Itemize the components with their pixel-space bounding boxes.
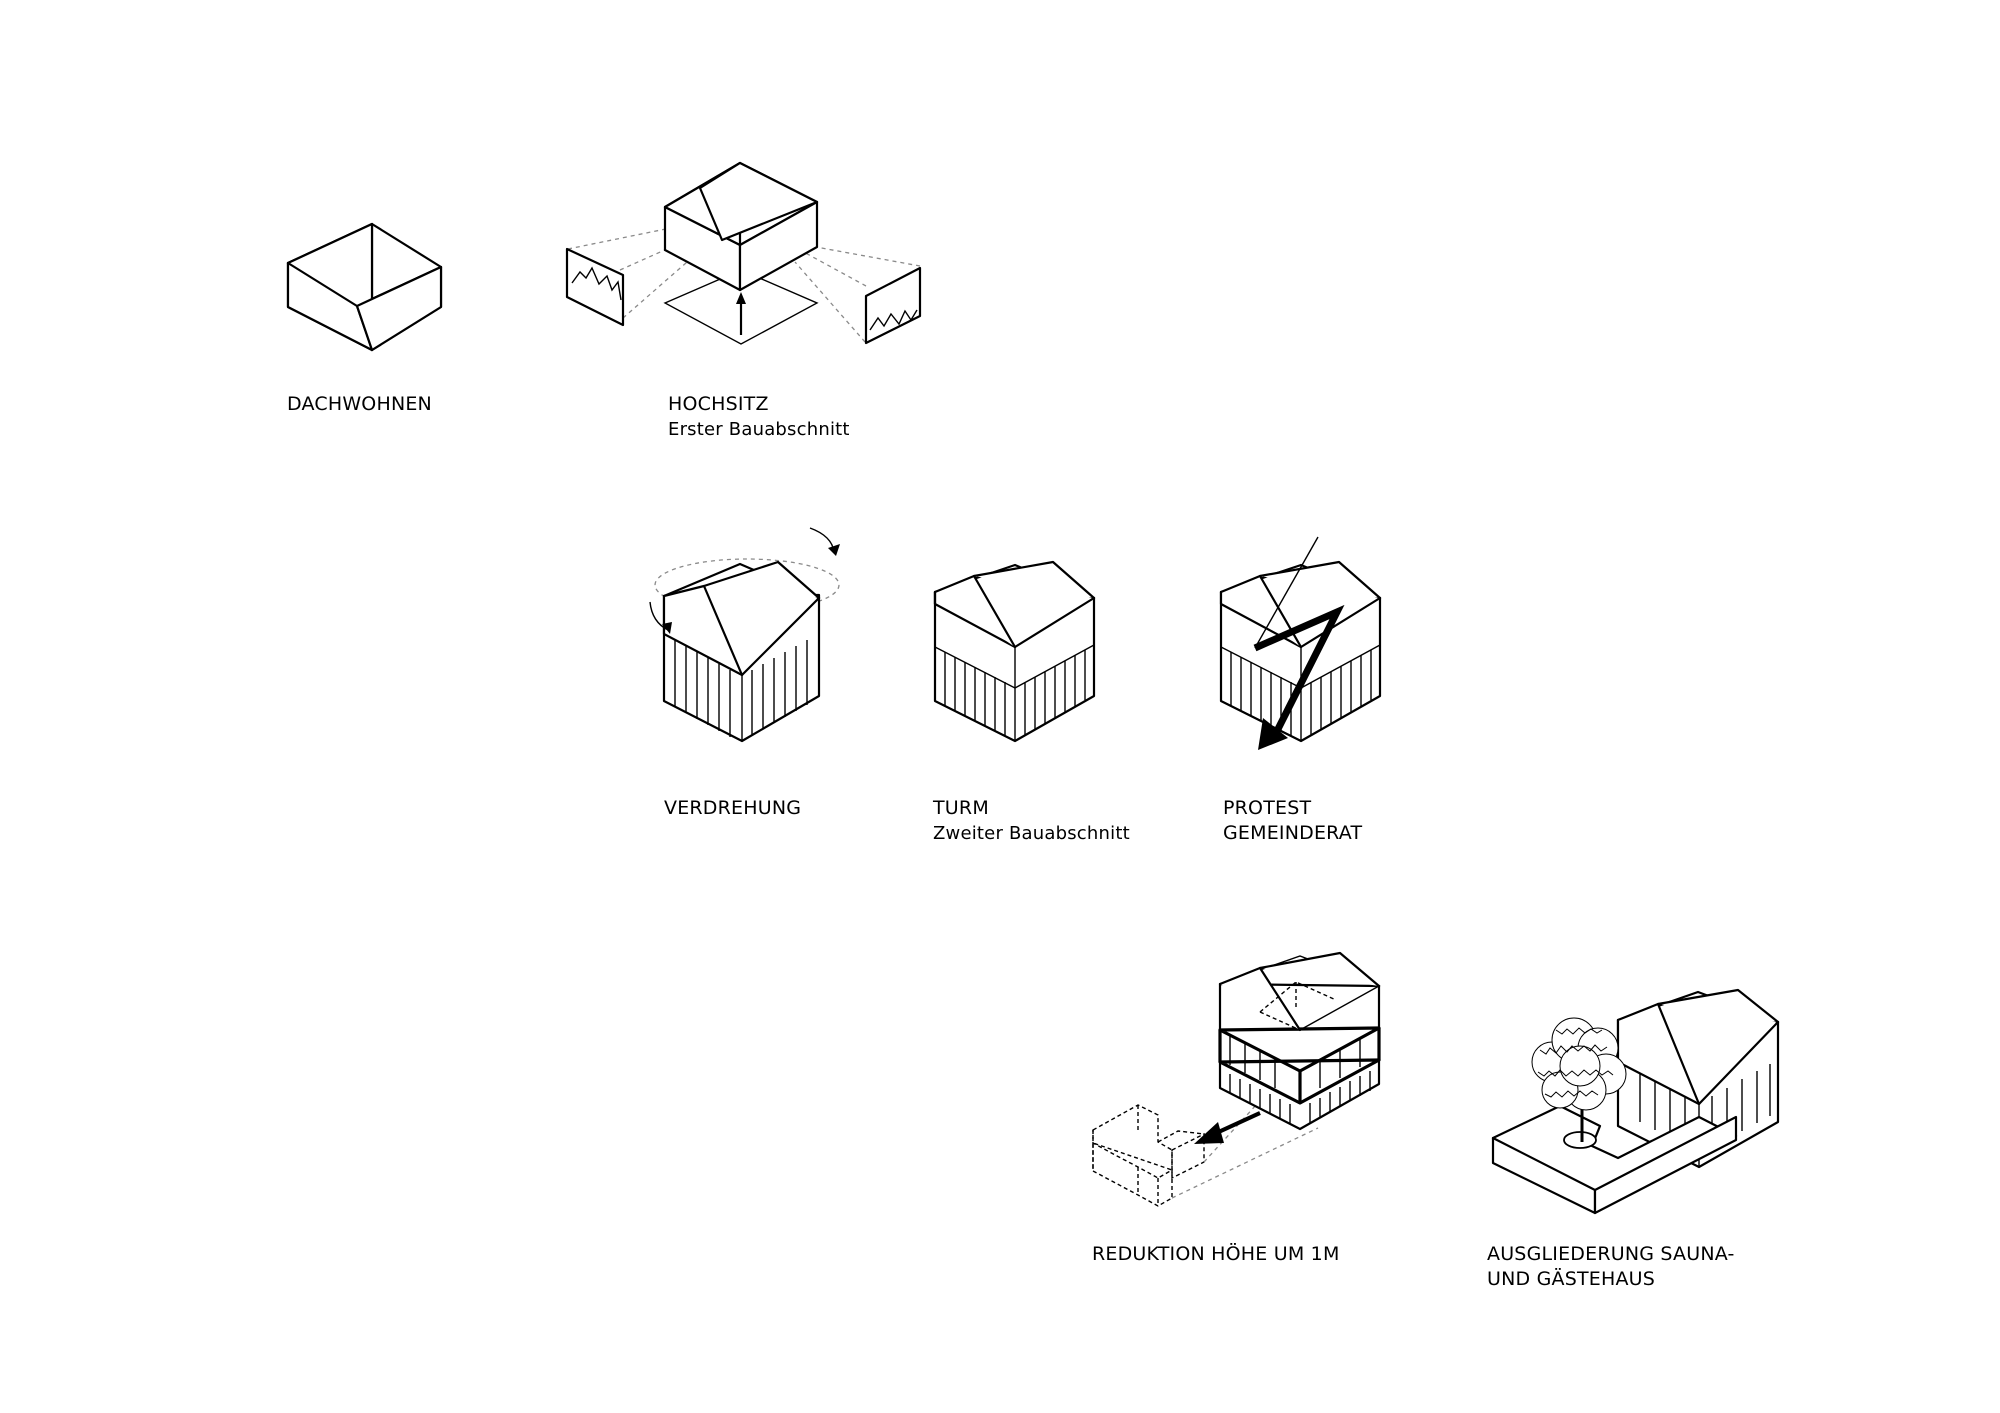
house-reduktion-drawing — [1092, 951, 1381, 1207]
label-turm: TURM Zweiter Bauabschnitt — [933, 796, 1130, 846]
label-ausgliederung-subtitle: UND GÄSTEHAUS — [1487, 1268, 1656, 1290]
house-ausgliederung-drawing — [1491, 988, 1780, 1215]
label-ausgliederung-title: AUSGLIEDERUNG SAUNA- — [1487, 1243, 1735, 1265]
label-protest-title: PROTEST — [1223, 797, 1312, 819]
label-hochsitz: HOCHSITZ Erster Bauabschnitt — [668, 392, 850, 442]
label-turm-subtitle: Zweiter Bauabschnitt — [933, 823, 1130, 844]
label-verdrehung-title: VERDREHUNG — [664, 797, 802, 819]
label-hochsitz-title: HOCHSITZ — [668, 393, 769, 415]
label-protest: PROTEST GEMEINDERAT — [1223, 796, 1362, 846]
label-hochsitz-subtitle: Erster Bauabschnitt — [668, 419, 850, 440]
label-verdrehung: VERDREHUNG — [664, 796, 801, 821]
tree-canopy-icon — [1531, 1017, 1627, 1111]
label-dachwohnen: DACHWOHNEN — [287, 392, 432, 417]
label-ausgliederung: AUSGLIEDERUNG SAUNA- UND GÄSTEHAUS — [1487, 1242, 1735, 1292]
house-protest-drawing — [1219, 536, 1382, 750]
label-protest-subtitle: GEMEINDERAT — [1223, 822, 1363, 844]
label-reduktion-title: REDUKTION HÖHE UM 1M — [1092, 1243, 1340, 1265]
house-verdrehung-drawing — [649, 527, 840, 743]
label-turm-title: TURM — [933, 797, 989, 819]
label-reduktion: REDUKTION HÖHE UM 1M — [1092, 1242, 1340, 1267]
house-turm-drawing — [933, 560, 1096, 743]
house-hochsitz-drawing — [565, 161, 922, 345]
house-dachwohnen-drawing — [286, 222, 443, 352]
label-dachwohnen-title: DACHWOHNEN — [287, 393, 432, 415]
